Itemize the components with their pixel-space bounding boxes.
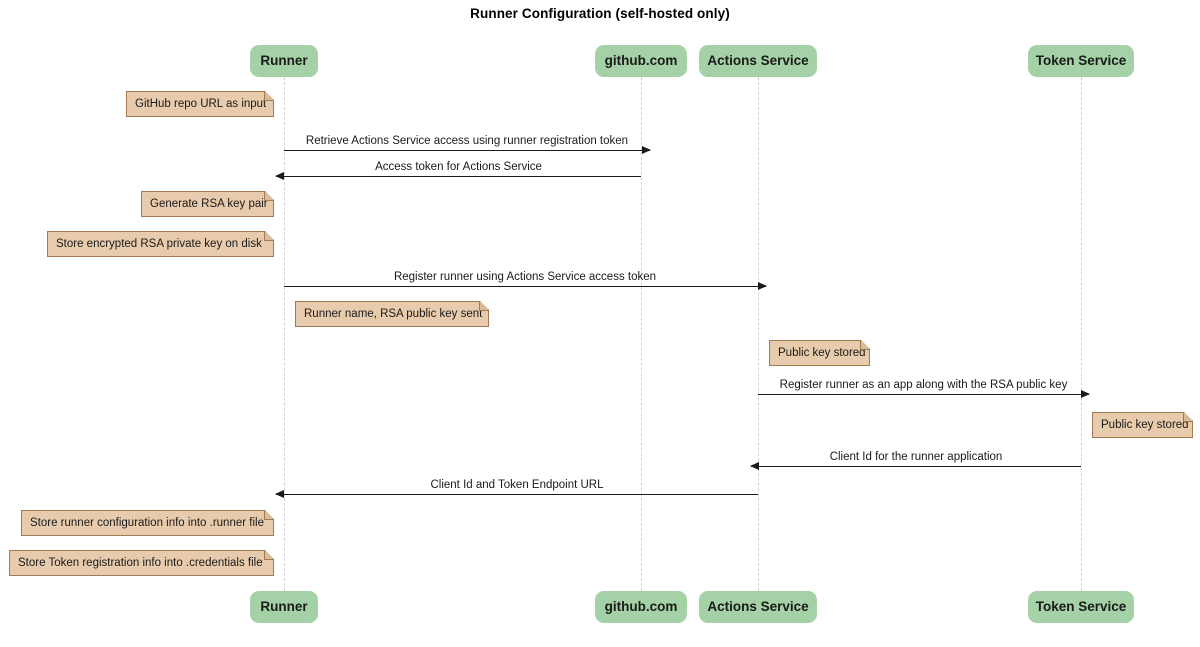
lifeline-token	[1081, 77, 1082, 591]
arrowhead-left-icon	[750, 461, 759, 470]
message-line	[284, 150, 650, 151]
arrowhead-right-icon	[642, 145, 651, 154]
lifeline-actions	[758, 77, 759, 591]
arrowhead-right-icon	[1081, 389, 1090, 398]
message-line	[758, 394, 1089, 395]
arrowhead-left-icon	[275, 171, 284, 180]
participant-actions-bottom[interactable]: Actions Service	[699, 591, 817, 623]
participant-github-bottom[interactable]: github.com	[595, 591, 687, 623]
note-label: Store encrypted RSA private key on disk	[56, 238, 262, 250]
note-store-token-reg: Store Token registration info into .cred…	[9, 550, 274, 576]
note-fold-corner-icon	[1183, 413, 1192, 422]
message-label: Client Id and Token Endpoint URL	[430, 479, 604, 491]
participant-actions-top[interactable]: Actions Service	[699, 45, 817, 77]
participant-token-top[interactable]: Token Service	[1028, 45, 1134, 77]
note-github-repo-url: GitHub repo URL as input	[126, 91, 274, 117]
message-line	[276, 494, 758, 495]
note-label: Public key stored	[1101, 419, 1189, 431]
note-label: Store runner configuration info into .ru…	[30, 517, 264, 529]
participant-token-bottom[interactable]: Token Service	[1028, 591, 1134, 623]
message-label: Retrieve Actions Service access using ru…	[305, 135, 629, 147]
note-fold-corner-icon	[264, 192, 273, 201]
note-store-runner-config: Store runner configuration info into .ru…	[21, 510, 274, 536]
message-label: Register runner as an app along with the…	[779, 379, 1068, 391]
message-line	[276, 176, 641, 177]
note-fold-corner-icon	[479, 302, 488, 311]
note-label: Store Token registration info into .cred…	[18, 557, 263, 569]
note-label: GitHub repo URL as input	[135, 98, 267, 110]
lifeline-runner	[284, 77, 285, 591]
message-label: Access token for Actions Service	[375, 161, 542, 173]
participant-runner-bottom[interactable]: Runner	[250, 591, 318, 623]
arrowhead-left-icon	[275, 489, 284, 498]
note-fold-corner-icon	[264, 232, 273, 241]
note-public-key-stored-ts: Public key stored	[1092, 412, 1193, 438]
message-label: Client Id for the runner application	[829, 451, 1003, 463]
participant-runner-top[interactable]: Runner	[250, 45, 318, 77]
note-label: Generate RSA key pair	[150, 198, 268, 210]
note-fold-corner-icon	[860, 341, 869, 350]
page-title: Runner Configuration (self-hosted only)	[470, 6, 730, 21]
note-label: Runner name, RSA public key sent	[304, 308, 483, 320]
note-fold-corner-icon	[264, 92, 273, 101]
arrowhead-right-icon	[758, 281, 767, 290]
participant-github-top[interactable]: github.com	[595, 45, 687, 77]
note-fold-corner-icon	[264, 511, 273, 520]
lifeline-github	[641, 77, 642, 591]
note-store-private-key: Store encrypted RSA private key on disk	[47, 231, 274, 257]
message-line	[751, 466, 1081, 467]
note-public-key-stored-as: Public key stored	[769, 340, 870, 366]
message-line	[284, 286, 766, 287]
note-label: Public key stored	[778, 347, 866, 359]
note-runner-name-pubkey: Runner name, RSA public key sent	[295, 301, 489, 327]
message-label: Register runner using Actions Service ac…	[393, 271, 657, 283]
note-fold-corner-icon	[264, 551, 273, 560]
note-generate-rsa: Generate RSA key pair	[141, 191, 274, 217]
